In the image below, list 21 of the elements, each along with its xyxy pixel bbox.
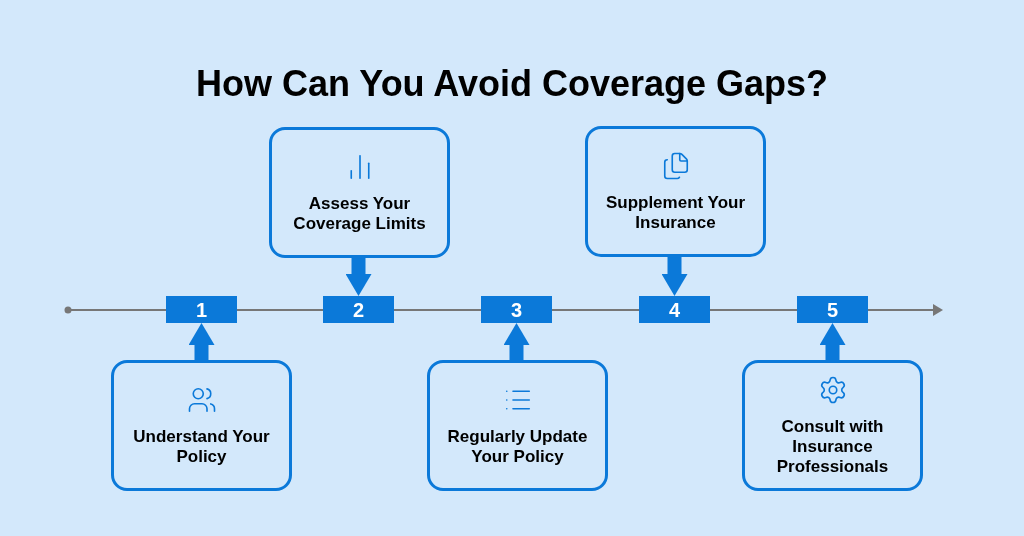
step-title: Understand Your Policy (132, 426, 271, 467)
block-arrow (503, 323, 530, 360)
step-card (742, 360, 923, 491)
step-card (585, 126, 766, 257)
step-title: Consult with Insurance Professionals (775, 416, 890, 477)
step-title: Supplement Your Insurance (604, 192, 747, 233)
step-card (427, 360, 608, 491)
step-card (269, 127, 450, 258)
block-arrow (345, 258, 372, 296)
step-number-box: 3 (481, 296, 552, 323)
block-arrow (188, 323, 215, 360)
step-number-box: 5 (797, 296, 868, 323)
step-number-box: 1 (166, 296, 237, 323)
step-number-box: 4 (639, 296, 710, 323)
title: How Can You Avoid Coverage Gaps? (194, 62, 830, 106)
step-card (111, 360, 292, 491)
block-arrow (819, 323, 846, 360)
step-title: Assess Your Coverage Limits (292, 193, 427, 234)
step-title: Regularly Update Your Policy (446, 426, 589, 467)
step-number-box: 2 (323, 296, 394, 323)
block-arrow (661, 257, 688, 296)
